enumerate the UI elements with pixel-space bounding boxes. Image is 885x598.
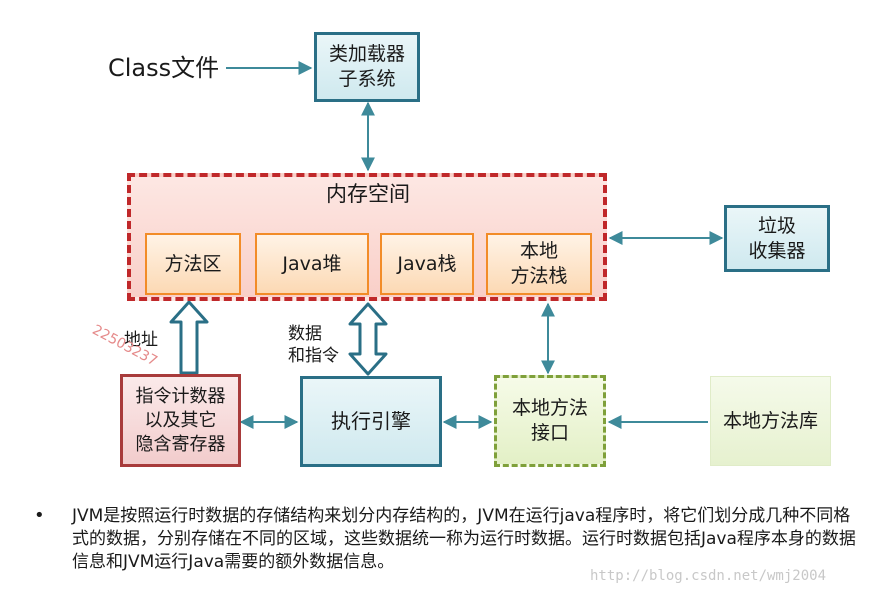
address-label: 地址	[124, 330, 158, 350]
native-library-box: 本地方法库	[710, 376, 831, 466]
note-bullet: •	[34, 505, 45, 526]
execution-engine-box: 执行引擎	[300, 376, 442, 467]
java-heap-box: Java堆	[255, 233, 369, 295]
native-interface-box: 本地方法 接口	[494, 375, 606, 467]
data-instructions-label: 数据 和指令	[288, 324, 339, 366]
watermark: http://blog.csdn.net/wmj2004	[590, 568, 827, 584]
java-stack-box: Java栈	[380, 233, 474, 295]
hollow-arrow-address	[169, 300, 209, 375]
native-method-stack-box: 本地 方法栈	[486, 233, 592, 295]
class-loader-box: 类加载器 子系统	[314, 32, 420, 102]
program-counter-box: 指令计数器 以及其它 隐含寄存器	[120, 374, 241, 467]
memory-space-title: 内存空间	[326, 182, 410, 206]
hollow-arrow-data	[348, 302, 388, 376]
garbage-collector-box: 垃圾 收集器	[724, 205, 830, 272]
method-area-box: 方法区	[145, 233, 241, 295]
class-file-label: Class文件	[108, 54, 220, 82]
note-text: JVM是按照运行时数据的存储结构来划分内存结构的，JVM在运行java程序时，将…	[72, 506, 856, 572]
